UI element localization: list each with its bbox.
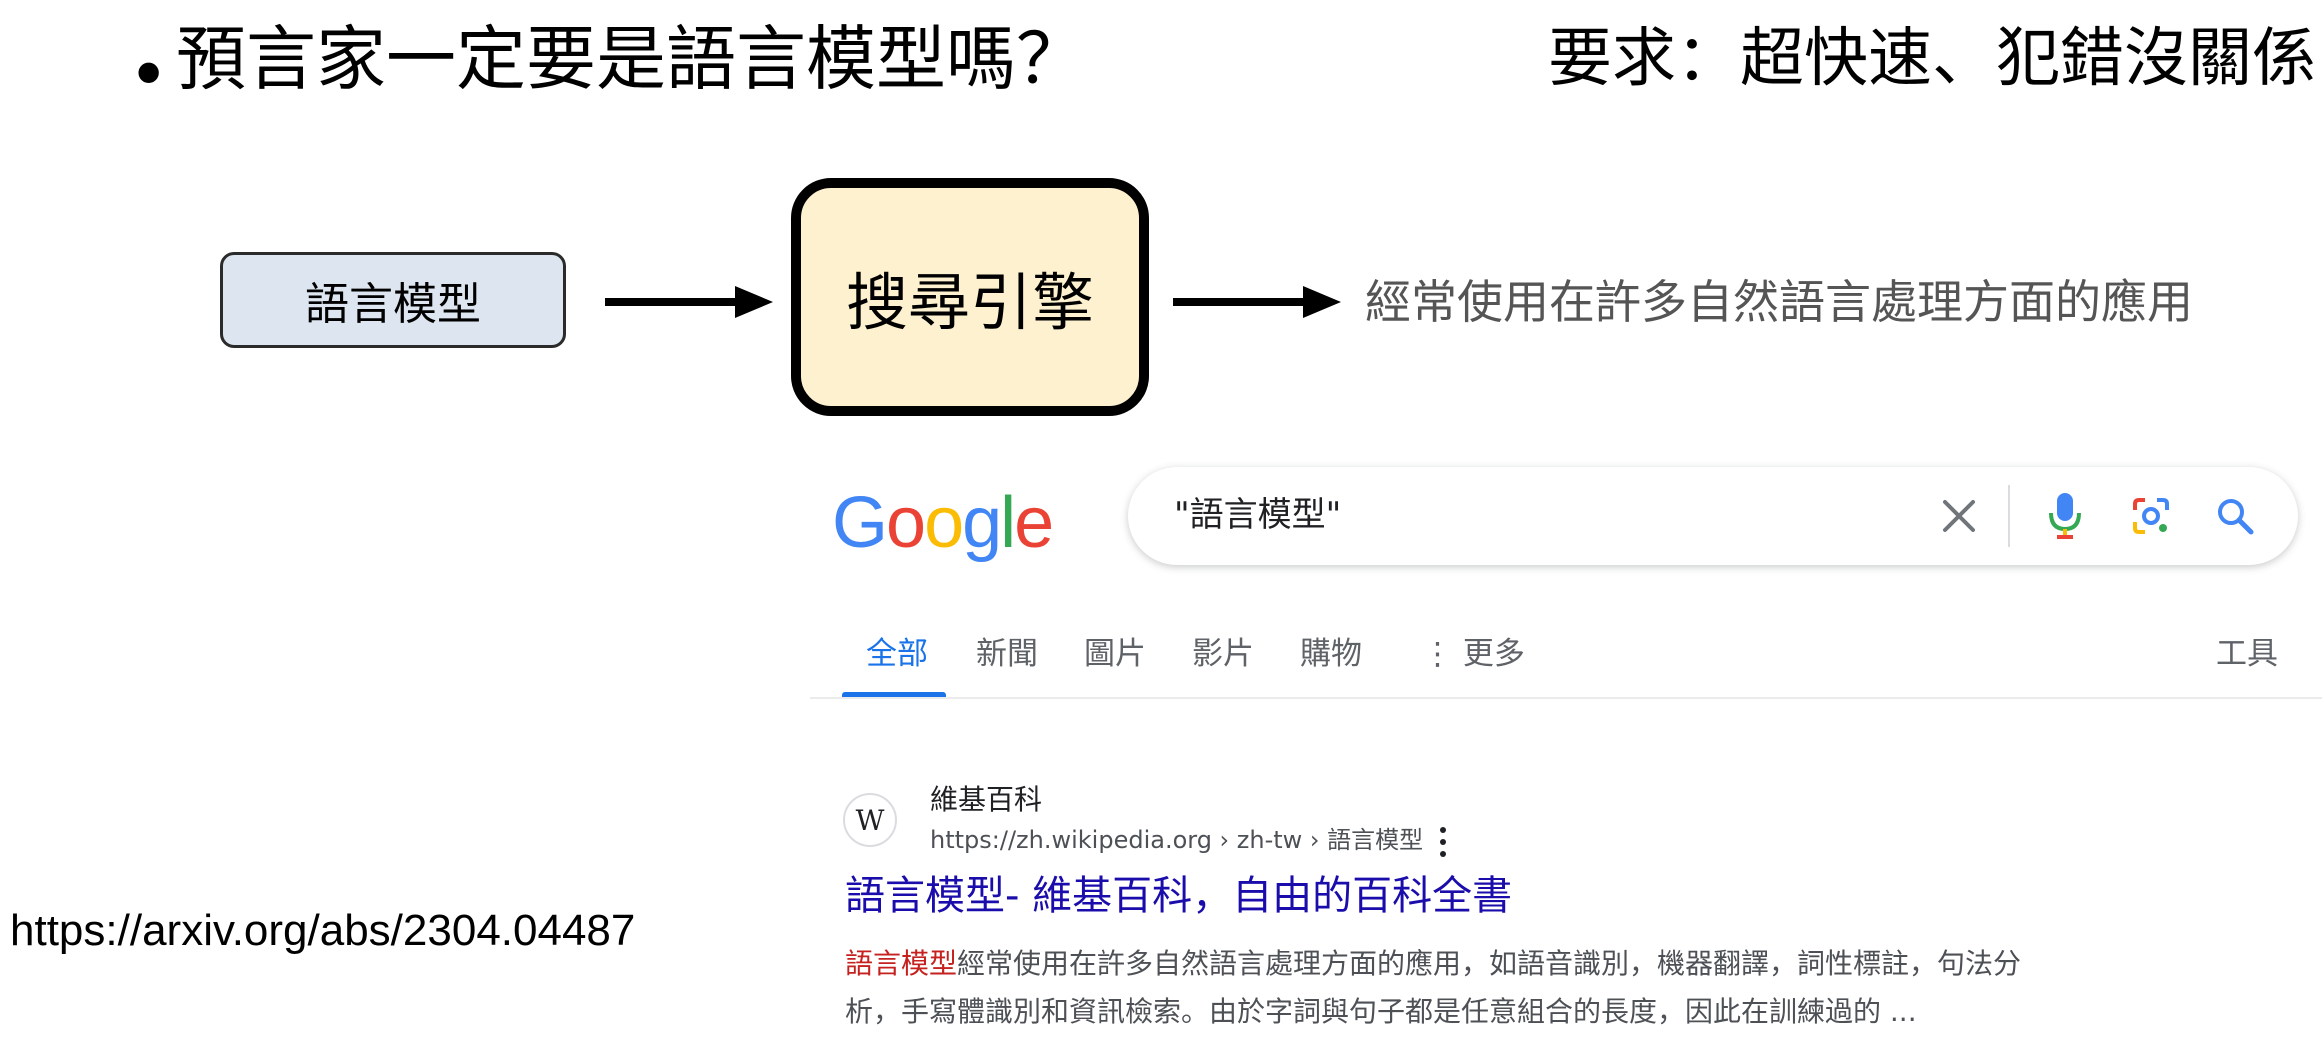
result-url[interactable]: https://zh.wikipedia.org › zh-tw › 語言模型 — [930, 826, 1424, 854]
tab-videos[interactable]: 影片 — [1192, 636, 1254, 672]
search-icon[interactable] — [2210, 491, 2260, 541]
language-model-label: 語言模型 — [305, 279, 481, 330]
slide-title: 預言家一定要是語言模型嗎？ — [176, 18, 1086, 100]
arrow-to-output — [1173, 272, 1341, 332]
tab-all[interactable]: 全部 — [866, 636, 928, 672]
search-engine-label: 搜尋引擎 — [845, 266, 1094, 339]
tabs-divider — [810, 697, 2322, 699]
tab-more[interactable]: ⋮ 更多 — [1422, 636, 1525, 672]
search-box[interactable]: "語言模型" — [1128, 467, 2298, 565]
snippet-highlight: 語言模型 — [845, 947, 958, 980]
result-site-name[interactable]: 維基百科 — [930, 783, 1043, 816]
snippet-line-1: 經常使用在許多自然語言處理方面的應用，如語音識別，機器翻譯，詞性標註，句法分 — [957, 947, 2022, 980]
bullet-point: • — [128, 34, 170, 116]
logo-letter: g — [962, 483, 1002, 563]
language-model-box: 語言模型 — [220, 252, 566, 348]
logo-letter: o — [886, 483, 926, 563]
wikipedia-favicon-icon[interactable]: W — [843, 793, 897, 847]
logo-letter: e — [1014, 483, 1054, 563]
search-engine-box: 搜尋引擎 — [791, 178, 1149, 416]
arrow-to-search-engine — [605, 272, 773, 332]
logo-letter: o — [924, 483, 964, 563]
tab-tools[interactable]: 工具 — [2216, 636, 2278, 672]
google-lens-icon[interactable] — [2126, 491, 2176, 541]
active-tab-indicator — [842, 692, 946, 697]
more-options-icon[interactable] — [1433, 824, 1453, 860]
output-text: 經常使用在許多自然語言處理方面的應用 — [1365, 275, 2193, 329]
close-icon[interactable] — [1934, 491, 1984, 541]
google-logo[interactable]: Google — [832, 478, 1054, 568]
arxiv-reference-link[interactable]: https://arxiv.org/abs/2304.04487 — [10, 906, 636, 955]
search-input[interactable]: "語言模型" — [1174, 495, 1342, 535]
logo-letter: G — [832, 483, 888, 563]
search-tabs: 全部 新聞 圖片 影片 購物 ⋮ 更多 工具 — [810, 620, 2310, 700]
snippet-line-2: 析，手寫體識別和資訊檢索。由於字詞與句子都是任意組合的長度，因此在訓練過的 ..… — [845, 995, 1917, 1028]
logo-letter: l — [1000, 483, 1016, 563]
tab-news[interactable]: 新聞 — [976, 636, 1038, 672]
result-title-link[interactable]: 語言模型- 維基百科，自由的百科全書 — [845, 873, 1513, 919]
result-snippet: 語言模型經常使用在許多自然語言處理方面的應用，如語音識別，機器翻譯，詞性標註，句… — [845, 940, 2265, 1036]
tab-shopping[interactable]: 購物 — [1300, 636, 1362, 672]
requirement-text: 要求：超快速、犯錯沒關係 — [1548, 22, 2316, 96]
search-divider — [2008, 485, 2010, 547]
microphone-icon[interactable] — [2040, 491, 2090, 541]
tab-images[interactable]: 圖片 — [1084, 636, 1146, 672]
